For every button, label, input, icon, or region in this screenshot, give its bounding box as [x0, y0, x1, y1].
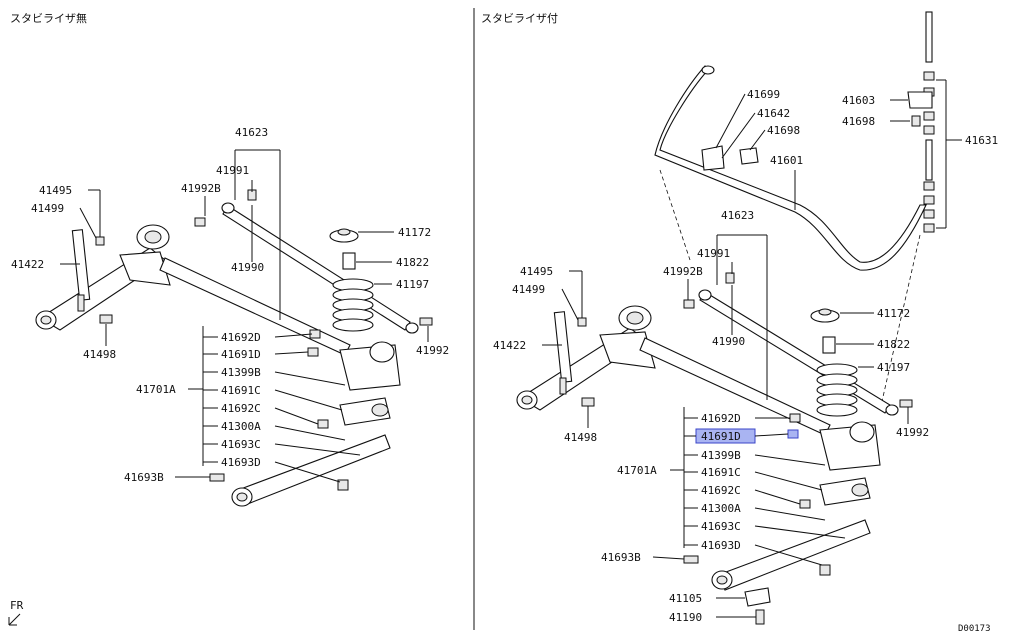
callout: 41642 [757, 107, 790, 120]
right-panel-title: スタビライザ付 [481, 12, 558, 25]
callout: 41498 [564, 431, 597, 444]
left-labels: 41623 41991 41495 41992B 41499 41990 411… [11, 126, 449, 484]
callout: 41691C [221, 384, 261, 397]
right-labels: 41699 41603 41642 41698 41698 41631 4160… [493, 79, 998, 624]
callout: 41701A [136, 383, 176, 396]
left-coil-spring [332, 278, 374, 332]
callout: 41691C [701, 466, 741, 479]
callout: 41693C [221, 438, 261, 451]
left-panel-title: スタビライザ無 [10, 11, 87, 25]
callout: 41822 [396, 256, 429, 269]
callout: 41300A [221, 420, 261, 433]
callout: 41300A [701, 502, 741, 515]
callout: 41698 [767, 124, 800, 137]
callout: 41422 [493, 339, 526, 352]
diagram-code: D00173 [958, 624, 991, 634]
callout: 41623 [721, 209, 754, 222]
callout: 41692C [221, 402, 261, 415]
callout: 41990 [712, 335, 745, 348]
callout: 41105 [669, 592, 702, 605]
right-axle-assembly [516, 11, 935, 625]
callout: 41498 [83, 348, 116, 361]
callout: 41692D [221, 331, 261, 344]
callout: 41992 [416, 344, 449, 357]
callout: 41499 [512, 283, 545, 296]
callout: 41990 [231, 261, 264, 274]
callout: 41693B [124, 471, 164, 484]
callout: 41631 [965, 134, 998, 147]
callout: 41992 [896, 426, 929, 439]
callout: 41172 [398, 226, 431, 239]
callout: 41601 [770, 154, 803, 167]
callout: 41422 [11, 258, 44, 271]
callout: 41693C [701, 520, 741, 533]
callout: 41495 [520, 265, 553, 278]
highlighted-part-washer [787, 429, 799, 439]
callout: 41399B [701, 449, 741, 462]
callout: 41603 [842, 94, 875, 107]
right-coil-spring [816, 363, 858, 417]
callout: 41701A [617, 464, 657, 477]
callout: 41190 [669, 611, 702, 624]
callout: 41495 [39, 184, 72, 197]
callout: 41197 [877, 361, 910, 374]
callout: 41699 [747, 88, 780, 101]
callout: 41693D [701, 539, 741, 552]
left-axle-assembly [35, 189, 433, 507]
callout: 41693B [601, 551, 641, 564]
callout: 41499 [31, 202, 64, 215]
fr-label: FR [10, 599, 24, 612]
stabilizer-bar [654, 65, 927, 271]
callout: 41692D [701, 412, 741, 425]
arrow-icon [8, 613, 21, 626]
callout: 41992B [181, 182, 221, 195]
callout: 41991 [697, 247, 730, 260]
callout: 41691D [221, 348, 261, 361]
callout: 41693D [221, 456, 261, 469]
callout: 41692C [701, 484, 741, 497]
front-direction-marker: FR [8, 599, 24, 626]
callout: 41623 [235, 126, 268, 139]
callout-highlighted: 41691D [701, 430, 741, 443]
callout: 41172 [877, 307, 910, 320]
callout: 41698 [842, 115, 875, 128]
callout: 41991 [216, 164, 249, 177]
callout: 41399B [221, 366, 261, 379]
callout: 41197 [396, 278, 429, 291]
callout: 41822 [877, 338, 910, 351]
callout: 41992B [663, 265, 703, 278]
